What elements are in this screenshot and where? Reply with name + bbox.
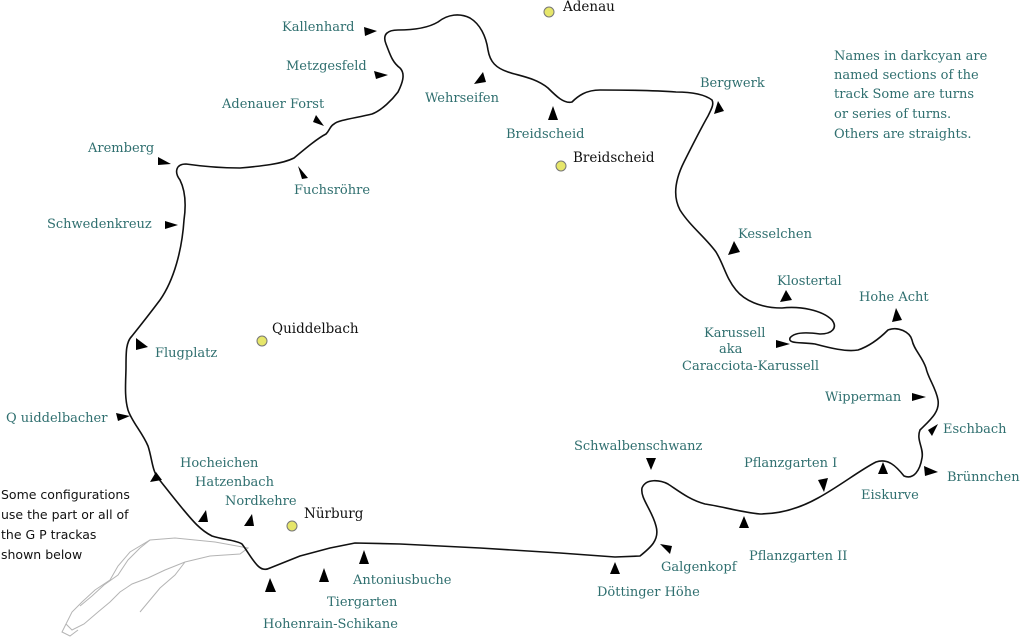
gp-circuit	[61, 537, 250, 637]
label-breidscheid: Breidscheid	[506, 127, 584, 142]
note-line: named sections of the	[834, 68, 979, 83]
pointer-adenauer-forst-icon	[313, 115, 324, 126]
side-note-line: the G P trackas	[1, 527, 96, 542]
town-label: Adenau	[562, 0, 615, 15]
pointer-karussell-icon	[776, 340, 790, 348]
label-aremberg: Aremberg	[87, 141, 154, 156]
label-schwedenkreuz: Schwedenkreuz	[47, 217, 152, 232]
label-nordkehre: Nordkehre	[225, 494, 297, 509]
label-hohe-acht: Hohe Acht	[859, 290, 929, 305]
note-line: Names in darkcyan are	[834, 49, 988, 64]
town-quiddelbach: Quiddelbach	[256, 321, 359, 347]
label-klostertal: Klostertal	[777, 274, 842, 289]
gp-note: Some configurations use the part or all …	[1, 487, 130, 562]
town-dot-icon	[555, 160, 567, 172]
pointer-markers	[116, 27, 938, 592]
nordschleife-track	[124, 14, 940, 571]
legend-note: Names in darkcyan are named sections of …	[834, 49, 988, 142]
pointer-wehrseifen-icon	[474, 72, 486, 84]
pointer-eiskurve-icon	[878, 462, 888, 474]
label-brunnchen: Brünnchen	[947, 470, 1020, 485]
pointer-dottinger-icon	[610, 562, 620, 574]
label-hatzenbach: Hatzenbach	[195, 475, 275, 490]
town-nurburg: Nürburg	[286, 506, 364, 532]
pointer-brunnchen-icon	[924, 466, 938, 476]
note-line: Others are straights.	[834, 127, 972, 142]
pointer-bergwerk-icon	[714, 101, 724, 114]
label-schwalbenschwanz: Schwalbenschwanz	[574, 439, 703, 454]
pointer-galgenkopf-icon	[660, 544, 672, 554]
label-hocheichen: Hocheichen	[180, 456, 259, 471]
pointer-breidscheid-icon	[548, 106, 558, 120]
label-hohenrain: Hohenrain-Schikane	[263, 617, 398, 632]
label-bergwerk: Bergwerk	[700, 76, 765, 91]
pointer-tiergarten-icon	[319, 568, 329, 582]
pointer-kesselchen-icon	[728, 241, 740, 255]
label-karussell-3: Caracciota-Karussell	[682, 359, 819, 374]
label-adenauer-forst: Adenauer Forst	[221, 97, 325, 112]
pointer-hohenrain-icon	[265, 578, 276, 592]
note-line: or series of turns.	[834, 107, 951, 122]
label-metzgesfeld: Metzgesfeld	[286, 59, 367, 74]
label-dottinger-hohe: Döttinger Höhe	[597, 585, 700, 600]
pointer-antoniusbuche-icon	[359, 550, 369, 564]
label-flugplatz: Flugplatz	[155, 346, 217, 361]
town-label: Nürburg	[304, 506, 364, 522]
town-dot-icon	[256, 335, 268, 347]
pointer-pflanzgarten1-icon	[818, 478, 828, 492]
label-antoniusbuche: Antoniusbuche	[352, 573, 452, 588]
label-quiddelbacher: Q uiddelbacher	[6, 411, 108, 426]
town-adenau: Adenau	[543, 0, 615, 18]
pointer-hohe-acht-icon	[892, 308, 902, 322]
pointer-schwalbenschwanz-icon	[646, 458, 656, 470]
town-dot-icon	[543, 6, 555, 18]
label-tiergarten: Tiergarten	[327, 595, 398, 610]
note-line: track Some are turns	[834, 87, 974, 102]
pointer-klostertal-icon	[780, 290, 792, 302]
label-galgenkopf: Galgenkopf	[661, 560, 738, 575]
label-karussell-2: aka	[719, 342, 743, 357]
pointer-pflanzgarten2-icon	[739, 516, 749, 528]
label-pflanzgarten-1: Pflanzgarten I	[744, 456, 837, 471]
side-note-line: shown below	[1, 547, 82, 562]
pointer-quiddelbacher-icon	[116, 413, 130, 421]
pointer-flugplatz-icon	[136, 338, 148, 350]
label-kallenhard: Kallenhard	[282, 20, 355, 35]
pointer-aremberg-icon	[158, 157, 171, 165]
label-eschbach: Eschbach	[943, 422, 1007, 437]
label-karussell-1: Karussell	[704, 326, 765, 341]
label-wipperman: Wipperman	[825, 390, 902, 405]
pointer-eschbach-icon	[928, 424, 938, 436]
label-eiskurve: Eiskurve	[861, 488, 919, 503]
pointer-nordkehre-icon	[244, 514, 254, 526]
pointer-kallenhard-icon	[364, 27, 377, 36]
side-note-line: Some configurations	[1, 487, 130, 502]
side-note-line: use the part or all of	[1, 507, 129, 522]
label-wehrseifen: Wehrseifen	[425, 91, 500, 106]
town-dot-icon	[286, 520, 298, 532]
town-label: Quiddelbach	[272, 321, 359, 337]
section-labels: Kallenhard Metzgesfeld Adenauer Forst Ar…	[6, 20, 1020, 632]
pointer-wipperman-icon	[912, 393, 926, 401]
label-kesselchen: Kesselchen	[738, 227, 813, 242]
label-fuchsrohre: Fuchsröhre	[294, 183, 370, 198]
town-breidscheid: Breidscheid	[555, 150, 655, 172]
pointer-metzgesfeld-icon	[374, 71, 388, 79]
town-label: Breidscheid	[573, 150, 655, 166]
pointer-hocheichen-icon	[150, 472, 162, 482]
pointer-schwedenkreuz-icon	[165, 221, 178, 229]
pointer-hatzenbach-icon	[198, 510, 208, 522]
pointer-fuchsrohre-icon	[298, 166, 308, 179]
label-pflanzgarten-2: Pflanzgarten II	[749, 549, 847, 564]
